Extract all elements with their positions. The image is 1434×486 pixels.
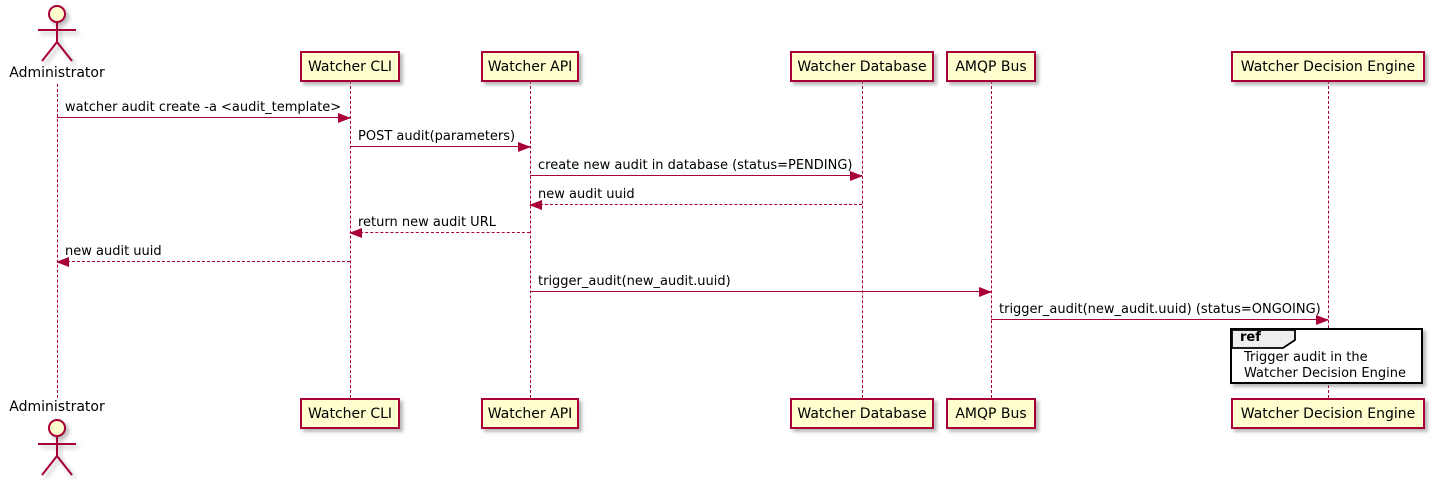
participant-watcher-api-bottom: Watcher API bbox=[481, 398, 579, 429]
message-label: new audit uuid bbox=[65, 244, 162, 259]
message-5: return new audit URL bbox=[349, 213, 530, 238]
message-label: watcher audit create -a <audit_template> bbox=[65, 100, 342, 115]
arrowhead-icon bbox=[349, 228, 362, 238]
actor-administrator-figure-bottom bbox=[31, 415, 83, 479]
ref-header: ref bbox=[1231, 329, 1297, 349]
ref-line-1: Trigger audit in the bbox=[1244, 350, 1368, 365]
message-label: new audit uuid bbox=[538, 187, 635, 202]
participant-amqp-bus-top: AMQP Bus bbox=[946, 51, 1036, 82]
message-line bbox=[530, 204, 862, 205]
message-line bbox=[530, 291, 991, 292]
message-label: return new audit URL bbox=[358, 215, 496, 230]
arrowhead-icon bbox=[529, 200, 542, 210]
message-line bbox=[991, 319, 1328, 320]
lifeline-administrator bbox=[57, 84, 58, 398]
participant-watcher-database-bottom: Watcher Database bbox=[790, 398, 934, 429]
actor-administrator-label-top: Administrator bbox=[9, 65, 105, 81]
actor-administrator-figure-top bbox=[31, 3, 83, 65]
lifeline-amqp-bus bbox=[991, 81, 992, 398]
message-label: create new audit in database (status=PEN… bbox=[538, 158, 853, 173]
message-1: watcher audit create -a <audit_template> bbox=[57, 98, 351, 123]
participant-watcher-cli-bottom: Watcher CLI bbox=[300, 398, 400, 429]
participant-watcher-database-top: Watcher Database bbox=[790, 51, 934, 82]
arrowhead-icon bbox=[518, 142, 531, 152]
ref-fragment: ref Trigger audit in the Watcher Decisio… bbox=[1230, 328, 1423, 384]
message-2: POST audit(parameters) bbox=[350, 127, 531, 152]
arrowhead-icon bbox=[56, 257, 69, 267]
arrowhead-icon bbox=[338, 113, 351, 123]
lifeline-watcher-database bbox=[862, 81, 863, 398]
message-4: new audit uuid bbox=[529, 185, 862, 210]
participant-watcher-decision-engine-top: Watcher Decision Engine bbox=[1231, 51, 1425, 82]
ref-line-2: Watcher Decision Engine bbox=[1244, 366, 1406, 381]
message-label: trigger_audit(new_audit.uuid) bbox=[538, 274, 731, 289]
lifeline-watcher-decision-engine bbox=[1328, 81, 1329, 398]
message-6: new audit uuid bbox=[56, 242, 350, 267]
ref-keyword: ref bbox=[1240, 330, 1261, 345]
ref-body: Trigger audit in the Watcher Decision En… bbox=[1244, 350, 1417, 382]
message-line bbox=[350, 232, 530, 233]
message-3: create new audit in database (status=PEN… bbox=[530, 156, 863, 181]
participant-amqp-bus-bottom: AMQP Bus bbox=[946, 398, 1036, 429]
lifeline-watcher-cli bbox=[350, 81, 351, 398]
lifeline-watcher-api bbox=[530, 81, 531, 398]
message-label: POST audit(parameters) bbox=[358, 129, 516, 144]
message-line bbox=[57, 117, 350, 118]
arrowhead-icon bbox=[979, 287, 992, 297]
actor-administrator-label-bottom: Administrator bbox=[9, 399, 105, 415]
participant-watcher-api-top: Watcher API bbox=[481, 51, 579, 82]
message-7: trigger_audit(new_audit.uuid) bbox=[530, 272, 992, 297]
participant-watcher-cli-top: Watcher CLI bbox=[300, 51, 400, 82]
arrowhead-icon bbox=[1316, 315, 1329, 325]
arrowhead-icon bbox=[850, 171, 863, 181]
message-label: trigger_audit(new_audit.uuid) (status=ON… bbox=[999, 302, 1321, 317]
message-line bbox=[350, 146, 530, 147]
message-8: trigger_audit(new_audit.uuid) (status=ON… bbox=[991, 300, 1329, 325]
participant-watcher-decision-engine-bottom: Watcher Decision Engine bbox=[1231, 398, 1425, 429]
message-line bbox=[57, 261, 350, 262]
message-line bbox=[530, 175, 862, 176]
